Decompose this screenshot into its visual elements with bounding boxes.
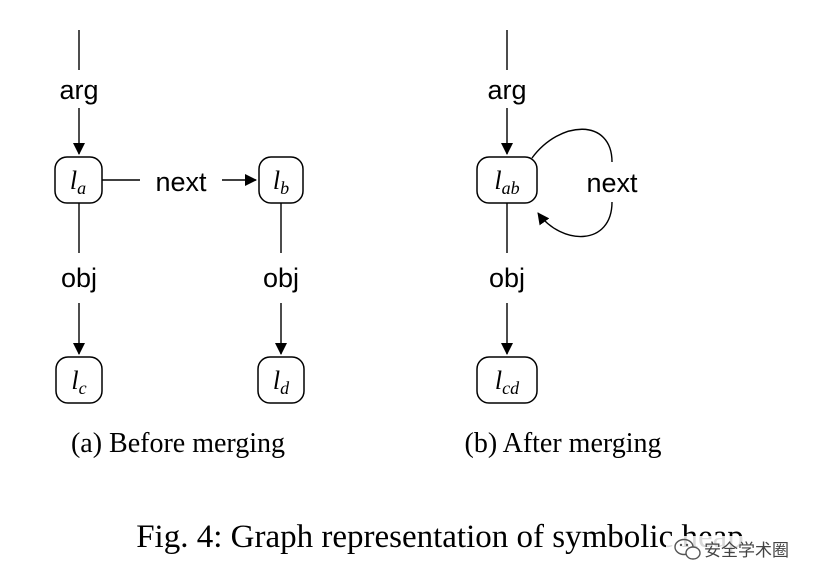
edge-arg-la: arg xyxy=(59,30,99,155)
edge-label-arg: arg xyxy=(487,75,526,105)
node-lab-base: l xyxy=(494,166,501,195)
node-lb-sub: b xyxy=(280,178,289,198)
node-ld-base: l xyxy=(273,366,280,395)
node-lab: lab xyxy=(476,156,538,204)
edge-label-next: next xyxy=(586,168,638,198)
node-lcd-sub: cd xyxy=(502,378,520,398)
panel-a-caption: (a) Before merging xyxy=(71,428,285,459)
panel-b: arg lab next obj lcd xyxy=(465,30,662,459)
svg-text:ld: ld xyxy=(273,366,290,398)
edge-next-self-loop: next xyxy=(531,128,638,238)
edge-label-arg: arg xyxy=(59,75,98,105)
node-lb: lb xyxy=(258,156,304,204)
node-lc: lc xyxy=(55,356,103,404)
node-la-sub: a xyxy=(77,178,86,198)
edge-label-obj: obj xyxy=(489,263,525,293)
svg-text:la: la xyxy=(70,166,86,198)
watermark: 安全学术圈 xyxy=(666,536,816,562)
svg-text:lc: lc xyxy=(71,366,86,398)
edge-obj-lb-ld: obj xyxy=(263,203,299,355)
edge-next-la-lb: next xyxy=(102,167,257,197)
figure-caption: Fig. 4: Graph representation of symbolic… xyxy=(136,519,744,555)
node-lab-sub: ab xyxy=(502,178,520,198)
panel-b-caption: (b) After merging xyxy=(465,428,662,459)
node-la-base: l xyxy=(70,166,77,195)
edge-obj-lab-lcd: obj xyxy=(489,203,525,355)
node-lc-base: l xyxy=(71,366,78,395)
panel-a: arg la next lb obj xyxy=(54,30,305,459)
edge-obj-la-lc: obj xyxy=(61,203,97,355)
svg-text:lb: lb xyxy=(273,166,289,198)
svg-text:lcd: lcd xyxy=(495,366,520,398)
node-lb-base: l xyxy=(273,166,280,195)
node-ld-sub: d xyxy=(280,378,290,398)
node-lcd-base: l xyxy=(495,366,502,395)
edge-arg-lab: arg xyxy=(487,30,527,155)
node-la: la xyxy=(54,156,103,204)
node-lc-sub: c xyxy=(79,378,87,398)
wechat-icon xyxy=(666,536,816,562)
node-lcd: lcd xyxy=(476,356,538,404)
svg-text:lab: lab xyxy=(494,166,519,198)
node-ld: ld xyxy=(257,356,305,404)
edge-label-next: next xyxy=(155,167,207,197)
edge-label-obj: obj xyxy=(263,263,299,293)
edge-label-obj: obj xyxy=(61,263,97,293)
watermark-text: 安全学术圈 xyxy=(704,541,789,561)
